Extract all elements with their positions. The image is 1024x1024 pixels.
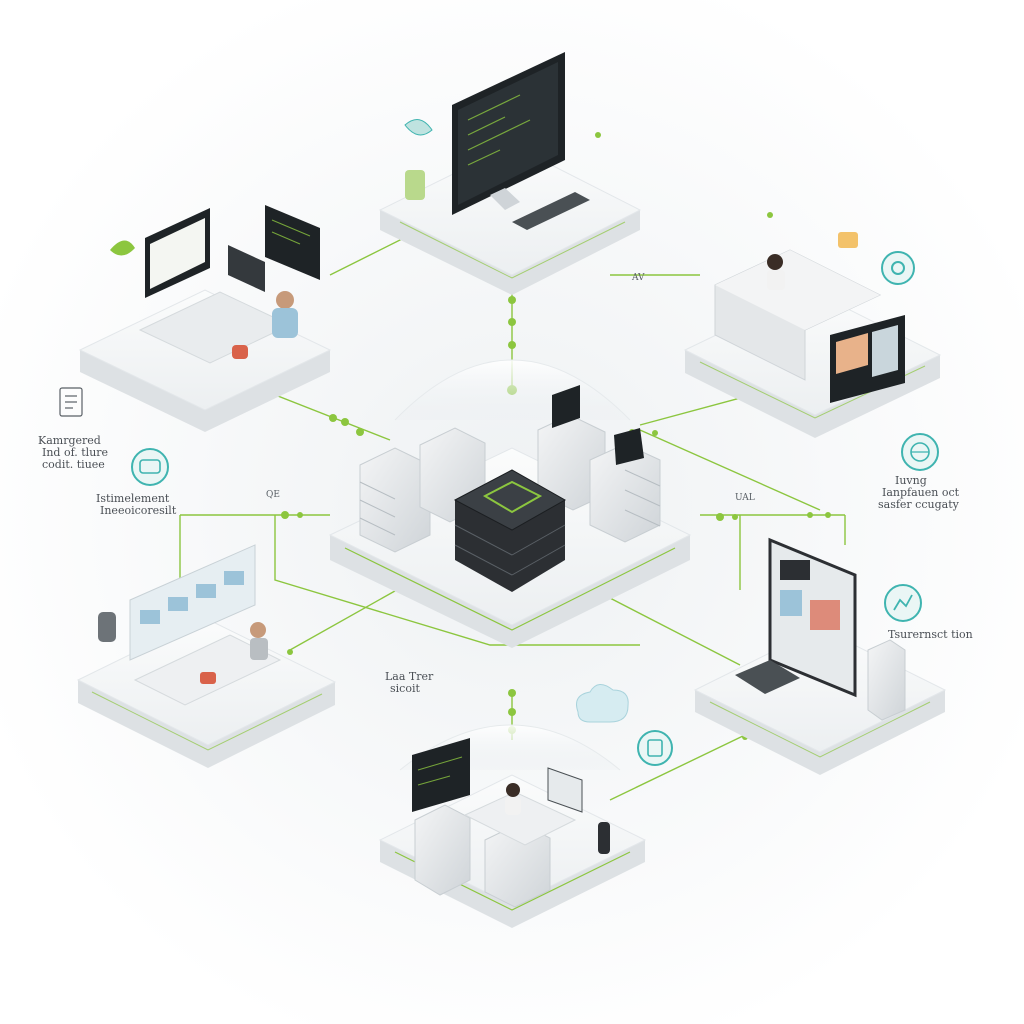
gear-icon <box>882 252 914 284</box>
person <box>767 254 783 270</box>
tick-label-ual: UAL <box>735 493 755 503</box>
plant <box>405 170 425 200</box>
label-left-mid: Istimelement Ineeoicoresilt <box>96 492 177 517</box>
badge-icon <box>638 731 672 765</box>
person <box>506 783 520 797</box>
chat-bubble-icon <box>132 449 168 485</box>
chair <box>98 612 116 642</box>
globe-icon <box>902 434 938 470</box>
storage-tower <box>868 640 905 720</box>
svg-text:sasfer ccugaty: sasfer ccugaty <box>878 498 960 511</box>
svg-text:Ineeoicoresilt: Ineeoicoresilt <box>100 504 177 517</box>
person <box>276 291 294 309</box>
tick-label-qe: QE <box>266 490 280 500</box>
label-right-mid: Tsurernsct tion <box>888 628 973 641</box>
tick-label-av: AV <box>631 273 645 283</box>
svg-text:codit. tiuee: codit. tiuee <box>42 458 105 471</box>
label-left-top: Kamrgered Ind of. tlure codit. tiuee <box>38 434 108 471</box>
person <box>250 622 266 638</box>
chair <box>232 345 248 359</box>
analytics-icon <box>885 585 921 621</box>
svg-text:sicoit: sicoit <box>390 682 420 695</box>
server-stack <box>415 805 470 895</box>
